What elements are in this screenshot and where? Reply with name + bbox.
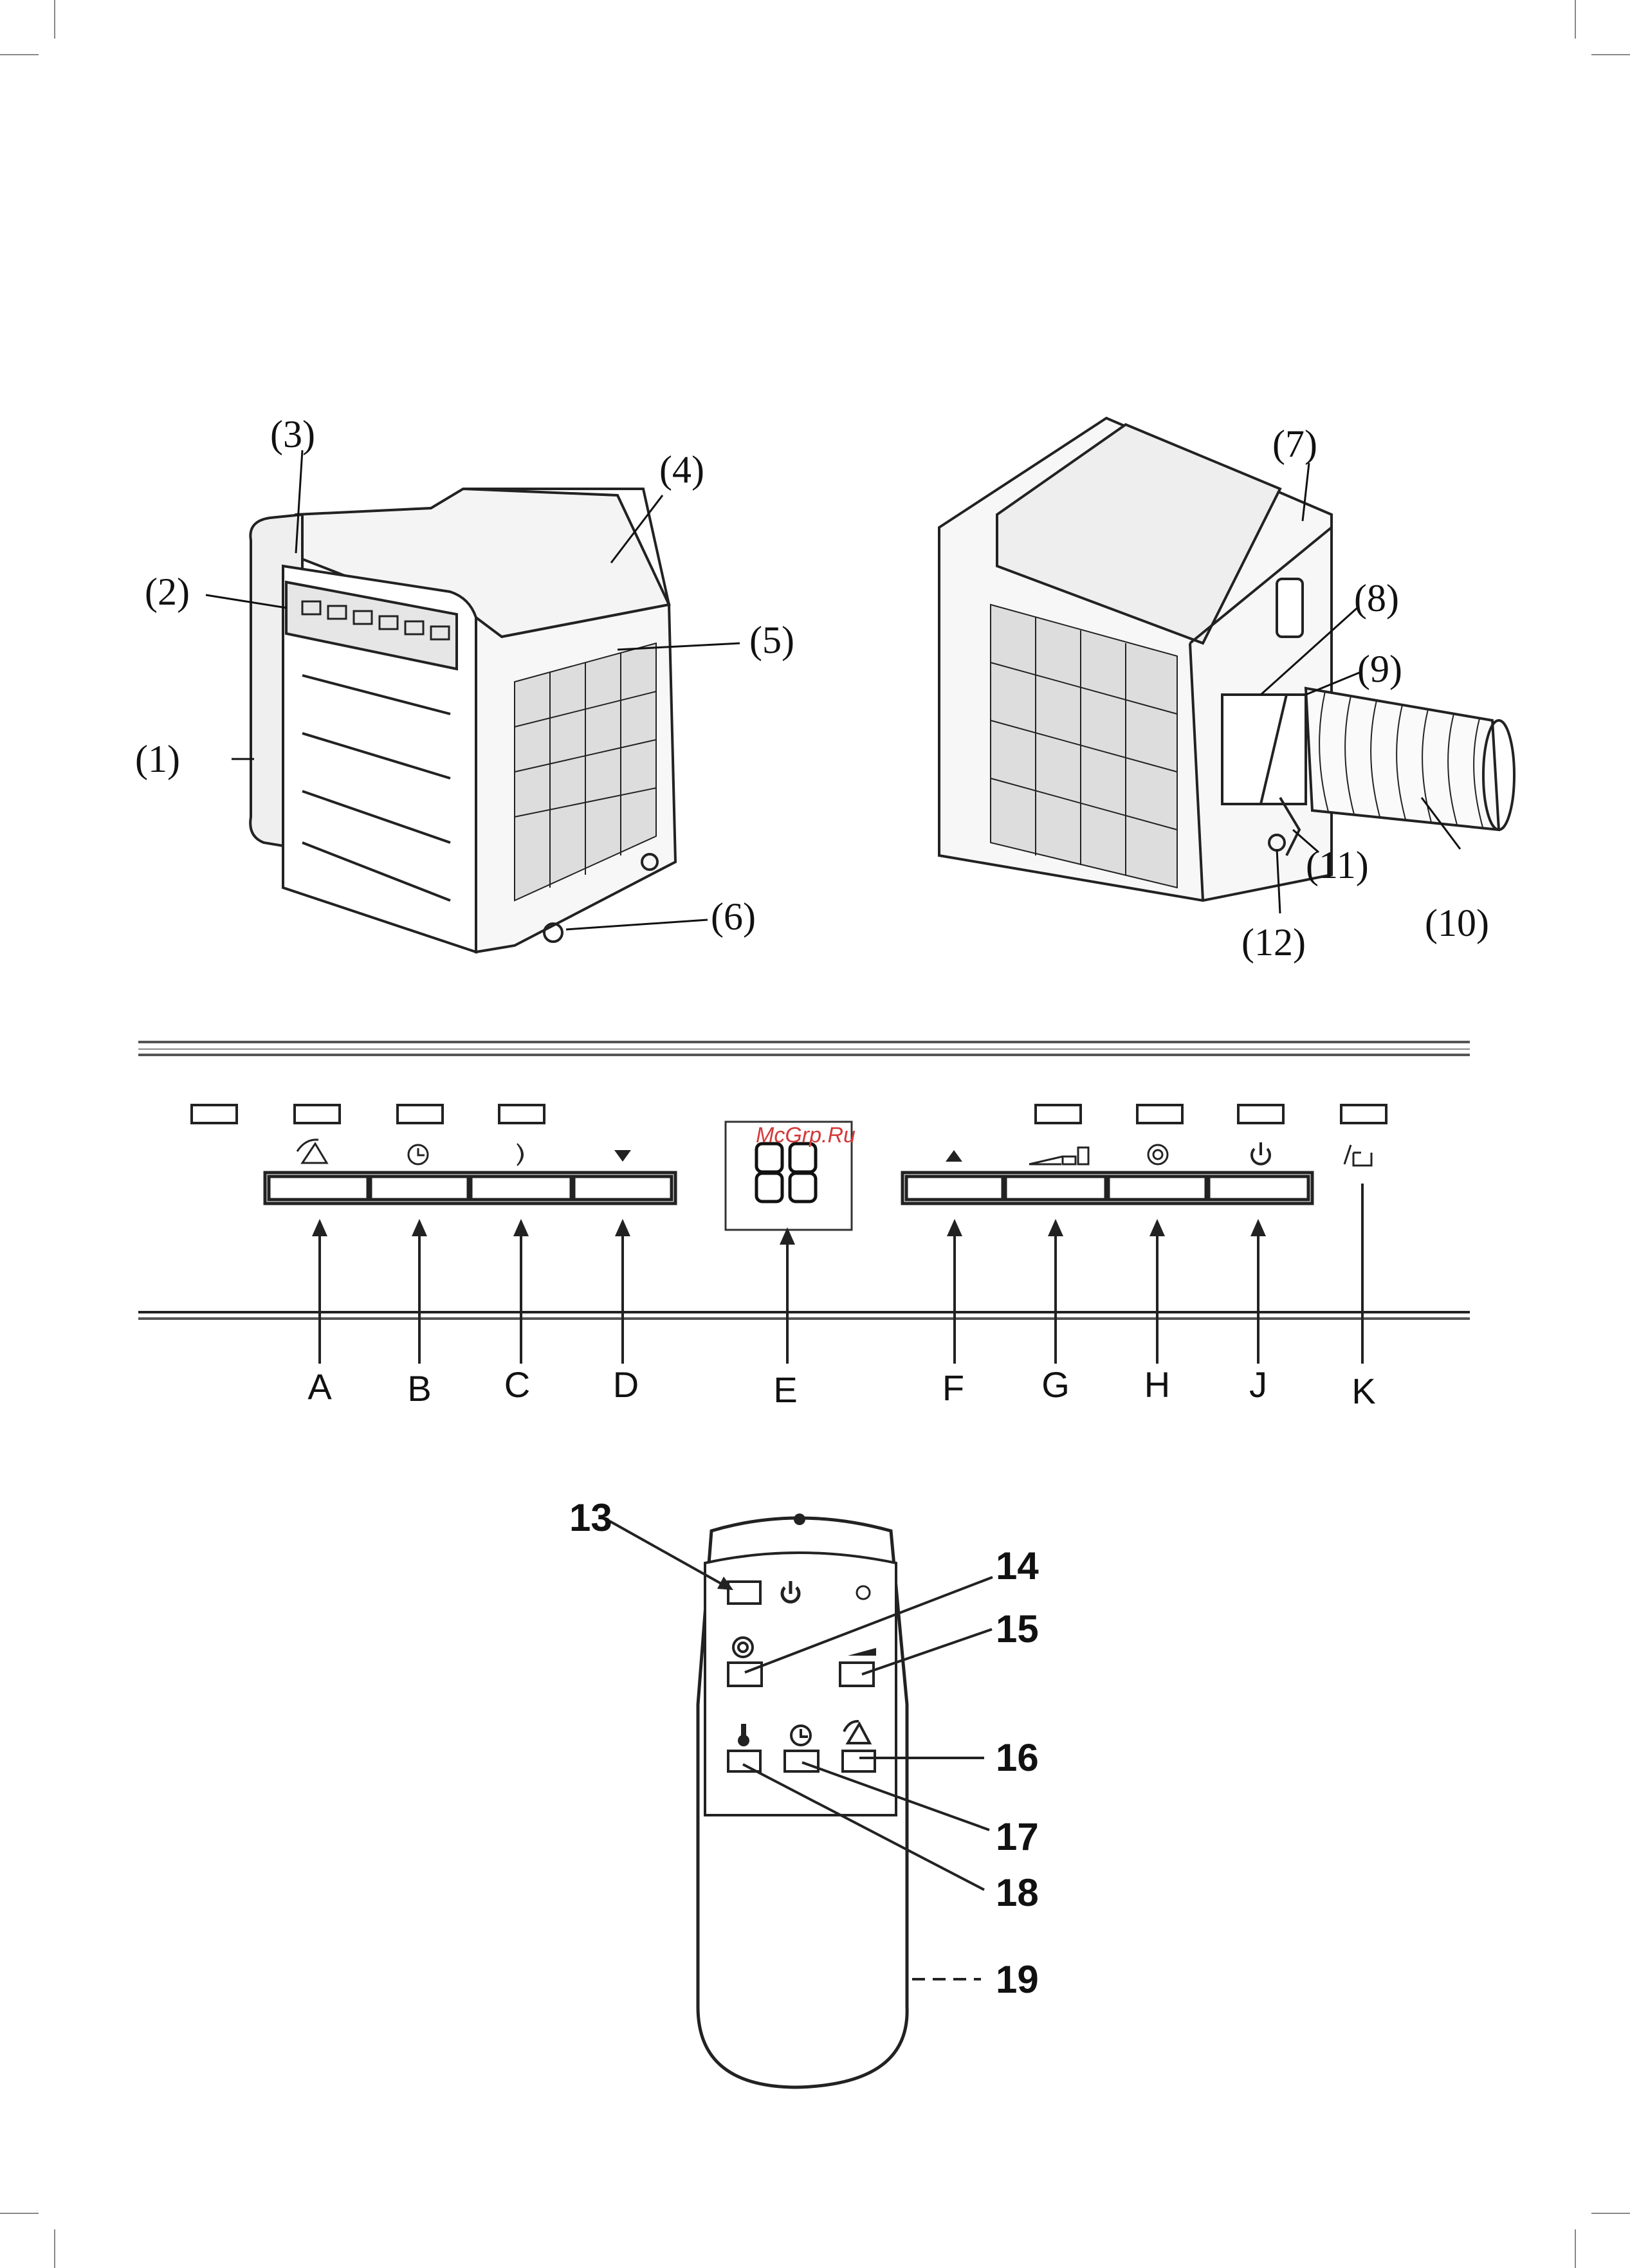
down-arrow-icon [614, 1150, 631, 1162]
label-16: 16 [996, 1736, 1039, 1779]
button-b[interactable] [371, 1176, 468, 1200]
callout-8: (8) [1354, 577, 1399, 619]
indicator-lamp [1036, 1105, 1081, 1123]
callout-7: (7) [1272, 423, 1317, 465]
label-15: 15 [996, 1607, 1039, 1651]
callout-1: (1) [135, 738, 180, 780]
back-unit-illustration [939, 418, 1514, 901]
label-k: K [1351, 1371, 1375, 1411]
indicator-lamp [1137, 1105, 1182, 1123]
remote-fan-speed-button[interactable] [840, 1663, 874, 1686]
label-17: 17 [996, 1815, 1039, 1858]
power-icon [1252, 1142, 1270, 1164]
control-panel: McGrp.Ru A B [138, 1041, 1470, 1411]
indicator-lamp [192, 1105, 237, 1123]
callout-11: (11) [1306, 844, 1369, 886]
watermark: McGrp.Ru [756, 1123, 856, 1148]
fan-speed-icon [1029, 1148, 1088, 1164]
callout-9: (9) [1357, 648, 1402, 690]
callout-10: (10) [1425, 902, 1489, 944]
label-g: G [1041, 1364, 1070, 1405]
label-d: D [613, 1364, 639, 1405]
label-h: H [1144, 1364, 1170, 1405]
indicator-lamp [1238, 1105, 1283, 1123]
callout-2: (2) [145, 571, 190, 613]
label-18: 18 [996, 1871, 1039, 1914]
panel-letter-labels: A B C D E F G H J K [307, 1364, 1375, 1411]
indicator-lamp [499, 1105, 544, 1123]
remote-timer-button[interactable] [785, 1751, 818, 1771]
button-h[interactable] [1108, 1176, 1206, 1200]
label-c: C [504, 1364, 530, 1405]
remote-control: 13 14 15 16 17 18 19 [569, 1496, 1039, 2087]
indicator-lamps [192, 1105, 1386, 1123]
label-j: J [1249, 1364, 1267, 1405]
indicator-lamp [1341, 1105, 1386, 1123]
button-c[interactable] [471, 1176, 571, 1200]
indicator-lamp [295, 1105, 340, 1123]
remote-swing-button[interactable] [843, 1751, 875, 1771]
label-13: 13 [569, 1496, 612, 1539]
callout-5: (5) [749, 619, 794, 661]
button-j[interactable] [1209, 1176, 1308, 1200]
timer-icon [408, 1145, 428, 1164]
remote-temp-button[interactable] [728, 1751, 760, 1771]
callout-6: (6) [711, 895, 756, 938]
front-unit-illustration [250, 489, 675, 952]
indicator-lamp [398, 1105, 443, 1123]
callout-3: (3) [270, 413, 315, 455]
callout-4: (4) [659, 448, 704, 491]
label-b: B [407, 1368, 431, 1409]
remote-power-button[interactable] [728, 1582, 760, 1604]
button-a[interactable] [269, 1176, 368, 1200]
label-14: 14 [996, 1544, 1039, 1587]
mode-icon [1148, 1145, 1168, 1164]
left-button-strip [265, 1173, 675, 1203]
label-19: 19 [996, 1958, 1039, 2001]
remote-mode-button[interactable] [728, 1663, 762, 1686]
label-a: A [307, 1366, 332, 1407]
label-e: E [773, 1369, 797, 1410]
button-g[interactable] [1005, 1176, 1106, 1200]
right-button-strip [902, 1173, 1312, 1203]
swing-icon [297, 1140, 327, 1163]
label-f: F [942, 1367, 964, 1408]
water-tank-full-icon [1344, 1145, 1371, 1166]
sleep-moon-icon [517, 1144, 523, 1166]
button-d[interactable] [574, 1176, 672, 1200]
up-arrow-icon [946, 1150, 962, 1162]
button-f[interactable] [906, 1176, 1003, 1200]
callout-12: (12) [1241, 921, 1306, 964]
